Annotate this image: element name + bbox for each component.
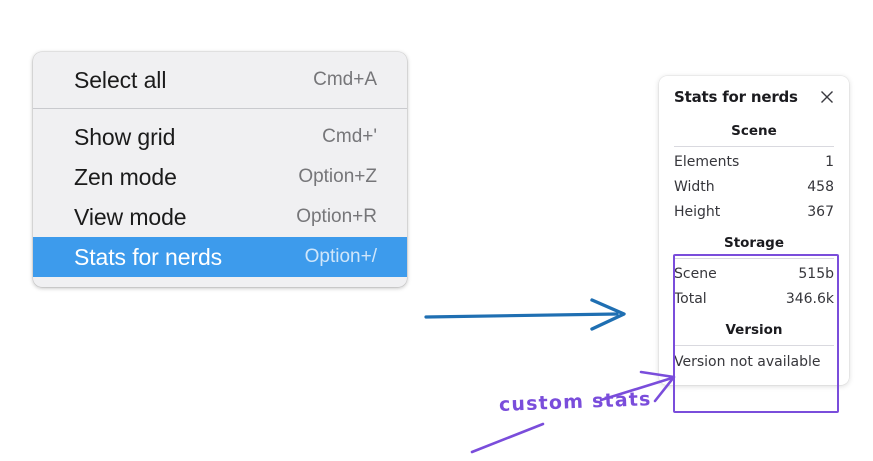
stats-panel-body: Scene Elements 1 Width 458 Height 367 St…	[659, 122, 849, 373]
menu-item-shortcut: Option+/	[304, 246, 377, 267]
stat-row-scene-storage: Scene 515b	[674, 262, 834, 287]
stat-value: 367	[807, 204, 834, 220]
section-rule	[674, 146, 834, 147]
stat-value: 515b	[798, 266, 834, 282]
menu-item-show-grid[interactable]: Show grid Cmd+'	[33, 117, 407, 157]
menu-item-label: Select all	[74, 66, 167, 93]
section-heading: Storage	[723, 235, 785, 251]
section-version: Version Version not available	[674, 321, 834, 373]
stat-value: 458	[807, 179, 834, 195]
menu-item-shortcut: Cmd+'	[322, 126, 377, 147]
menu-item-label: Zen mode	[74, 163, 177, 190]
menu-item-view-mode[interactable]: View mode Option+R	[33, 197, 407, 237]
panel-title: Stats for nerds	[674, 88, 798, 106]
menu-item-shortcut: Cmd+A	[313, 69, 377, 90]
stat-row-height: Height 367	[674, 200, 834, 225]
section-storage: Storage Scene 515b Total 346.6k	[674, 234, 834, 312]
stat-value: 1	[825, 154, 834, 170]
purple-lead-line	[470, 422, 545, 454]
stat-key: Total	[674, 291, 707, 307]
stat-row-total-storage: Total 346.6k	[674, 287, 834, 312]
stat-key: Scene	[674, 266, 717, 282]
stat-row-width: Width 458	[674, 175, 834, 200]
section-heading: Scene	[731, 123, 777, 139]
menu-item-shortcut: Option+R	[296, 206, 377, 227]
menu-item-stats-for-nerds[interactable]: Stats for nerds Option+/	[33, 237, 407, 277]
section-heading: Version	[725, 322, 783, 338]
version-value: Version not available	[674, 354, 821, 370]
section-rule	[674, 258, 834, 259]
menu-separator	[33, 108, 407, 109]
stat-key: Height	[674, 204, 721, 220]
blue-pointer-arrow	[424, 298, 626, 331]
stat-row-elements: Elements 1	[674, 150, 834, 175]
menu-group-2: Show grid Cmd+' Zen mode Option+Z View m…	[33, 117, 407, 277]
menu-item-zen-mode[interactable]: Zen mode Option+Z	[33, 157, 407, 197]
stats-for-nerds-panel: Stats for nerds Scene Elements 1 Width 4…	[659, 76, 849, 385]
section-scene: Scene Elements 1 Width 458 Height 367	[674, 122, 834, 225]
stat-key: Width	[674, 179, 715, 195]
menu-item-label: View mode	[74, 203, 187, 230]
stats-panel-header: Stats for nerds	[659, 88, 849, 106]
menu-item-shortcut: Option+Z	[298, 166, 377, 187]
menu-item-select-all[interactable]: Select all Cmd+A	[33, 60, 407, 100]
custom-stats-annotation-label: custom stats	[498, 388, 652, 416]
close-icon[interactable]	[819, 89, 835, 105]
menu-item-label: Show grid	[74, 123, 176, 150]
stat-value: 346.6k	[785, 291, 834, 307]
stat-key: Elements	[674, 154, 740, 170]
section-rule	[674, 345, 834, 346]
menu-group-1: Select all Cmd+A	[33, 60, 407, 100]
menu-item-label: Stats for nerds	[74, 243, 223, 270]
context-menu[interactable]: Select all Cmd+A Show grid Cmd+' Zen mod…	[33, 52, 407, 287]
